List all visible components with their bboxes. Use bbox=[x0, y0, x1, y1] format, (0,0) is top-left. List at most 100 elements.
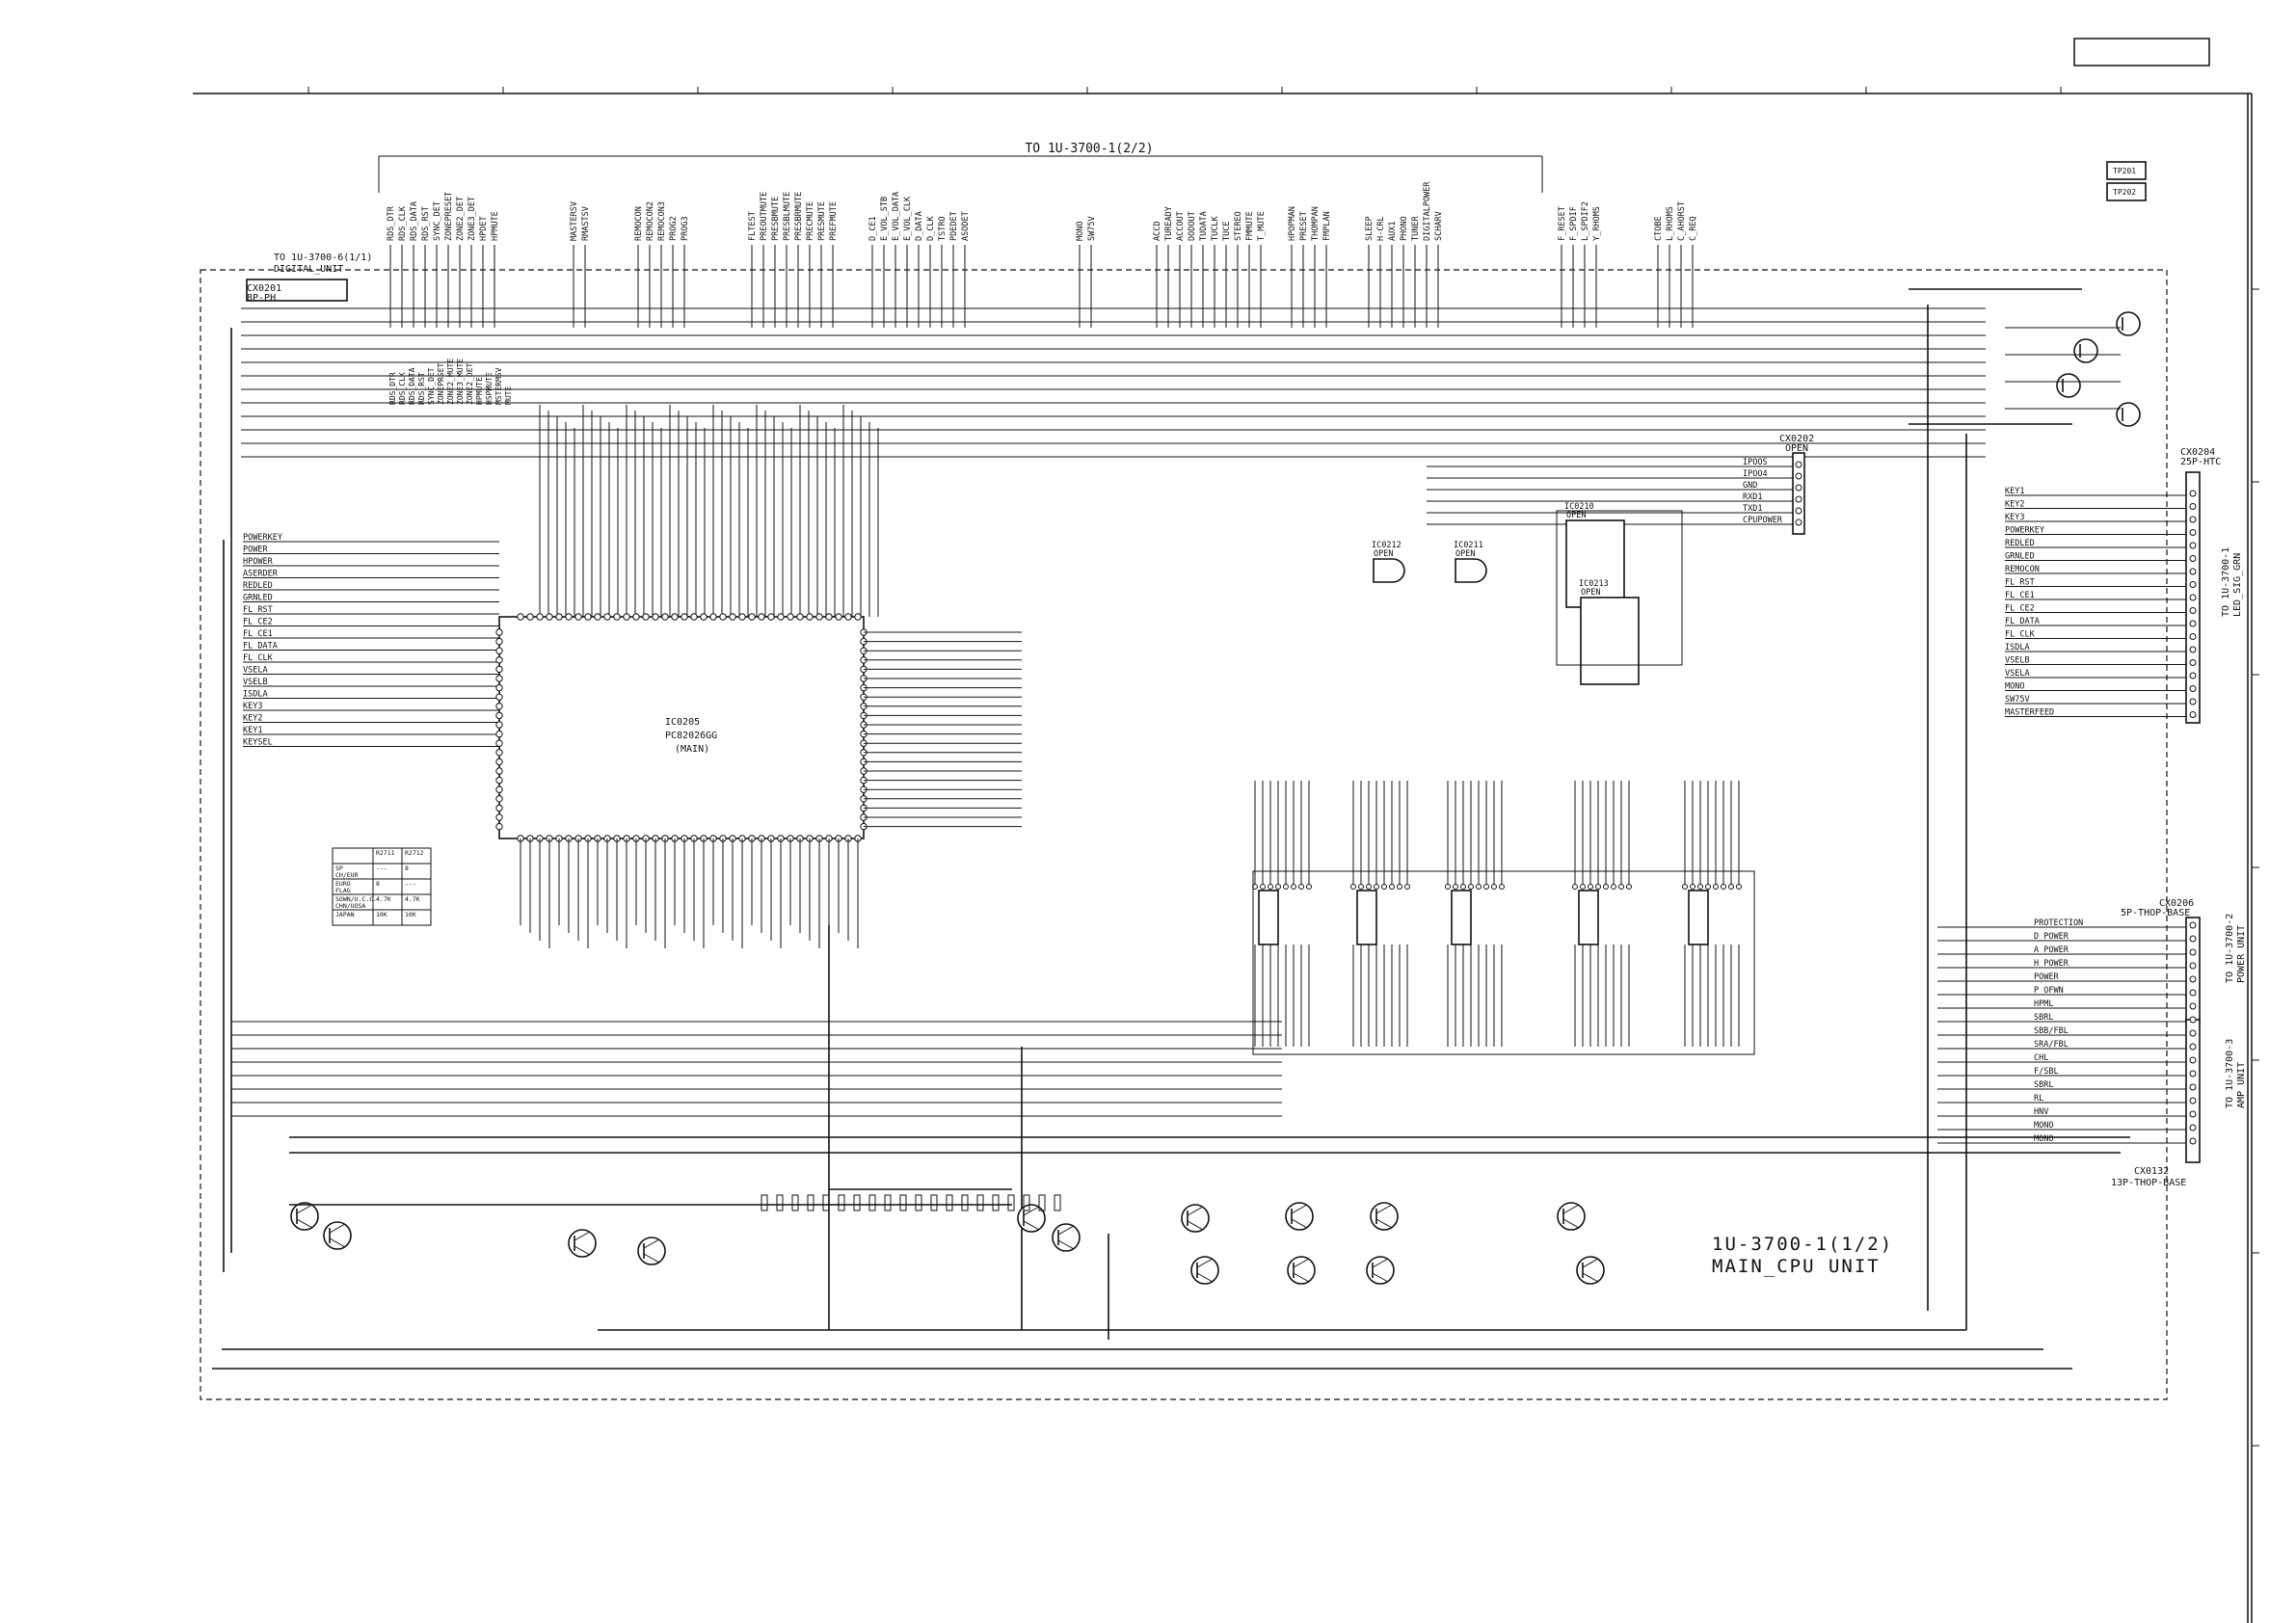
left-signal-label: FL_CE1 bbox=[243, 629, 273, 639]
bus-wires bbox=[212, 245, 2130, 1370]
left-signal-label: FL_CE2 bbox=[243, 618, 273, 627]
logic-ic-note: OPEN bbox=[1374, 549, 1393, 559]
left-signal-label: FL_CLK bbox=[243, 653, 274, 663]
buffer-ic-arrays bbox=[1252, 781, 1755, 1055]
svg-text:PC82026GG: PC82026GG bbox=[665, 731, 717, 741]
top-bus-label: L_SPDIF2 bbox=[1581, 201, 1590, 241]
right-signal-label: FL_DATA bbox=[2005, 617, 2040, 626]
top-bus-label: TUDATA bbox=[1199, 211, 1209, 241]
top-bus-label: SLEEP bbox=[1365, 216, 1375, 241]
power-connector: CX0206 5P-THOP-BASE bbox=[2121, 898, 2201, 1024]
svg-text:25P-HTC: 25P-HTC bbox=[2180, 457, 2221, 467]
rds-bus-label: MSTERMSV bbox=[494, 367, 503, 405]
svg-text:(MAIN): (MAIN) bbox=[675, 744, 709, 755]
top-bus-label: TUCE bbox=[1222, 222, 1232, 241]
version-table-cell: CHN/UOSA bbox=[335, 902, 365, 910]
power-signal-labels: PROTECTIOND_POWERA_POWERH_POWERPOWERP_OF… bbox=[1937, 914, 2247, 1145]
version-table-cell: 10K bbox=[376, 911, 387, 918]
unit-boundary bbox=[200, 269, 2168, 1400]
logic-ic-note: OPEN bbox=[1455, 549, 1475, 559]
amp-connector-target: TO 1U-3700-3 bbox=[2225, 1039, 2235, 1108]
left-signal-label: HPOWER bbox=[243, 557, 274, 567]
top-bus-label: THOMPAN bbox=[1311, 206, 1321, 241]
svg-text:5P-THOP-BASE: 5P-THOP-BASE bbox=[2121, 908, 2190, 918]
top-bus-label: PROG2 bbox=[669, 216, 679, 241]
version-table-cell: 4.7K bbox=[405, 895, 420, 903]
power-signal-label: F/SBL bbox=[2034, 1067, 2059, 1077]
version-table-cell: CH/EUR bbox=[335, 871, 359, 879]
top-bus-label: CTOBE bbox=[1654, 216, 1664, 241]
power-signal-label: P_OFWN bbox=[2034, 986, 2064, 996]
right-signal-label: MONO bbox=[2005, 682, 2024, 692]
top-bus-label: AUX1 bbox=[1388, 222, 1398, 241]
right-signal-label: FL_CE1 bbox=[2005, 591, 2035, 600]
led-connector: CX0204 25P-HTC bbox=[2180, 447, 2221, 724]
top-bus-label: RDS_DATA bbox=[410, 201, 419, 241]
top-bus-label: FMMUTE bbox=[1245, 211, 1255, 241]
unit-title-line2: MAIN_CPU UNIT bbox=[1712, 1256, 1881, 1277]
rds-bus-label: MUTE bbox=[504, 386, 513, 405]
right-signal-label: FL_CLK bbox=[2005, 630, 2036, 640]
right-signal-label: KEY3 bbox=[2005, 513, 2024, 522]
top-bus-label: TUREADY bbox=[1164, 206, 1174, 241]
top-bus-label: PROG3 bbox=[681, 216, 690, 241]
amp-connector: CX0132 13P-THOP-BASE bbox=[2111, 1019, 2201, 1188]
right-signal-label: ISDLA bbox=[2005, 643, 2030, 652]
svg-text:CX0204: CX0204 bbox=[2180, 447, 2215, 458]
top-bus-label: PHONO bbox=[1400, 216, 1409, 241]
rds-bus-label: RDS_CLK bbox=[398, 372, 407, 405]
top-right-transistors bbox=[2005, 311, 2141, 427]
top-bus-label: REMOCON2 bbox=[646, 201, 655, 241]
top-bus-label: C_REQ bbox=[1689, 216, 1698, 241]
right-signal-label: VSELA bbox=[2005, 669, 2030, 678]
led-connector-unit: LED_SIG_GRN bbox=[2232, 553, 2243, 617]
power-signal-label: MONO bbox=[2034, 1134, 2053, 1144]
rds-bus-label: RDS_DATA bbox=[408, 367, 416, 405]
top-bus-label: E_VOL_STB bbox=[880, 197, 890, 241]
top-bus-label: DODOUT bbox=[1188, 211, 1197, 241]
top-bus-label: F_SPDIF bbox=[1569, 206, 1579, 241]
power-signal-label: HNV bbox=[2034, 1107, 2048, 1117]
rds-bus-label: ZONEPRSET bbox=[437, 362, 445, 405]
left-signal-label: VSELA bbox=[243, 666, 268, 676]
left-signal-label: VSELB bbox=[243, 678, 268, 687]
top-bus-label: HPMUTE bbox=[491, 211, 500, 241]
cx0202-signal-label: IPOOS bbox=[1743, 458, 1768, 467]
right-signal-label: POWERKEY bbox=[2005, 526, 2044, 536]
top-bus-label: SYNC_DET bbox=[433, 201, 442, 241]
test-point-boxes: TP201 TP202 bbox=[2106, 161, 2147, 201]
svg-text:8P-PH: 8P-PH bbox=[247, 293, 276, 304]
main-cpu-ic: IC0205 PC82026GG (MAIN) bbox=[498, 616, 865, 839]
version-table-cell: --- bbox=[376, 865, 387, 872]
top-bus-label: FLTEST bbox=[748, 211, 758, 241]
top-bus-label: HPOPMAN bbox=[1288, 206, 1297, 241]
transistor-network bbox=[289, 1188, 1605, 1340]
left-signal-label: KEY1 bbox=[243, 726, 262, 735]
top-bus-label: ZONE3_DET bbox=[467, 197, 477, 241]
svg-text:DIGITAL_UNIT: DIGITAL_UNIT bbox=[274, 264, 343, 275]
top-bus-label: RMASTSV bbox=[581, 206, 591, 241]
right-signal-label: KEY2 bbox=[2005, 500, 2024, 510]
right-signal-labels: KEY1KEY2KEY3POWERKEYREDLEDGRNLEDREMOCONF… bbox=[2005, 487, 2243, 718]
svg-text:CX0201: CX0201 bbox=[247, 283, 281, 294]
top-bus-label: ACCOUT bbox=[1176, 211, 1186, 241]
amp-connector-unit: AMP UNIT bbox=[2236, 1062, 2247, 1108]
power-signal-label: SRA/FBL bbox=[2034, 1040, 2069, 1050]
top-bus-label: T_MUTE bbox=[1257, 211, 1267, 241]
top-bus-label: STEREO bbox=[1234, 211, 1243, 241]
svg-text:CX0132: CX0132 bbox=[2134, 1166, 2169, 1177]
right-signal-label: SW75V bbox=[2005, 695, 2030, 705]
cx0202-signal-label: GND bbox=[1743, 481, 1757, 491]
top-target-label: TO 1U-3700-1(2/2) bbox=[1025, 142, 1153, 156]
left-signal-label: POWER bbox=[243, 545, 268, 555]
power-signal-label: SBB/FBL bbox=[2034, 1026, 2069, 1036]
power-signal-label: H_POWER bbox=[2034, 959, 2069, 969]
top-bus-label: D_CE1 bbox=[868, 216, 878, 241]
svg-text:CX0206: CX0206 bbox=[2159, 898, 2194, 909]
rds-bus-label: ZONE3_MUTE bbox=[456, 359, 465, 405]
top-bus-label: HPDET bbox=[479, 216, 489, 241]
logic-ic-note: OPEN bbox=[1566, 511, 1586, 520]
